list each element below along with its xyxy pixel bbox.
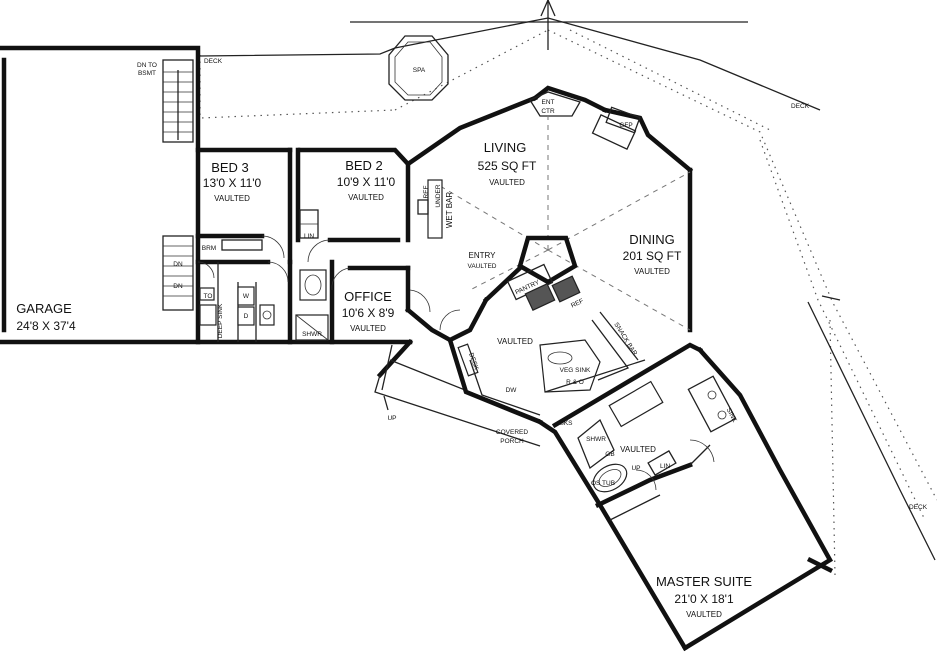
covered-porch-label-line1: COVERED	[496, 429, 528, 436]
deck-outline	[199, 0, 937, 576]
bed2-dims: 10'9 X 11'0	[337, 175, 396, 189]
shwr-label-1: SHWR	[302, 331, 322, 338]
bed2-note: VAULTED	[348, 193, 384, 202]
dining-name: DINING	[629, 232, 675, 247]
r-and-o-label: R & O	[566, 379, 584, 386]
wet-bar-label: WET BAR	[445, 192, 454, 229]
washer-label: W	[243, 293, 250, 300]
lin-label-1: LIN	[304, 233, 314, 240]
master-suite	[536, 342, 834, 652]
ent-ctr-label-line1: ENT	[542, 99, 555, 106]
dn-to-bsmt-label-line2: BSMT	[138, 70, 156, 77]
kitchen	[446, 263, 646, 425]
ref-label-1: REF	[423, 185, 430, 198]
entry-name: ENTRY	[469, 251, 497, 260]
living-dims: 525 SQ FT	[478, 159, 537, 173]
to-label: TO	[204, 293, 213, 300]
veg-sink-label: VEG SINK	[560, 367, 591, 374]
dn-to-bsmt-label-line1: DN TO	[137, 62, 157, 69]
master-dims: 21'0 X 18'1	[674, 592, 734, 606]
deep-sink-label: DEEP SINK	[217, 303, 224, 338]
dn-label-2: DN	[173, 283, 183, 290]
master-bath-note: VAULTED	[620, 445, 656, 454]
dw-label: DW	[506, 387, 518, 394]
deck-label-right: DECK	[791, 103, 810, 110]
bed3-note: VAULTED	[214, 194, 250, 203]
bath-up-label: UP	[631, 465, 640, 472]
gfp-label: GFP	[619, 122, 632, 129]
bed3-dims: 13'0 X 11'0	[203, 176, 262, 190]
bed3-name: BED 3	[211, 160, 249, 175]
deck-label-bottom-right: DECK	[909, 504, 928, 511]
dining-note: VAULTED	[634, 267, 670, 276]
garage	[0, 45, 201, 345]
gb-label: GB	[605, 451, 614, 458]
living-note: VAULTED	[489, 178, 525, 187]
spa	[388, 35, 449, 101]
dining-dims: 201 SQ FT	[623, 249, 682, 263]
ent-ctr-label-line2: CTR	[541, 108, 555, 115]
os-tub-label: OS TUB	[591, 480, 615, 487]
office-dims: 10'6 X 8'9	[342, 306, 395, 320]
covered-porch-label-line2: PORCH	[500, 438, 524, 445]
under-label: UNDER	[435, 184, 442, 207]
garage-dims: 24'8 X 37'4	[16, 319, 76, 333]
spa-label: SPA	[413, 67, 426, 74]
sink-label: SINK	[725, 407, 739, 424]
dryer-label: D	[244, 313, 249, 320]
deck-label-top: DECK	[204, 58, 223, 65]
brm-label: BRM	[202, 245, 216, 252]
porch-up-label: UP	[387, 415, 396, 422]
master-name: MASTER SUITE	[656, 574, 752, 589]
office-name: OFFICE	[344, 289, 392, 304]
entry-note: VAULTED	[467, 263, 496, 270]
kitchen-note: VAULTED	[497, 337, 533, 346]
dn-label-1: DN	[173, 261, 183, 268]
great-room	[404, 85, 694, 333]
ref-label-2: REF	[570, 298, 585, 310]
master-note: VAULTED	[686, 610, 722, 619]
office-note: VAULTED	[350, 324, 386, 333]
bedroom-wing	[195, 147, 413, 345]
sks-label: SKS	[559, 420, 573, 427]
garage-name: GARAGE	[16, 301, 72, 316]
living-name: LIVING	[484, 140, 527, 155]
lin-label-2: LIN	[660, 463, 670, 470]
shwr-label-2: SHWR	[586, 436, 606, 443]
bed2-name: BED 2	[345, 158, 383, 173]
